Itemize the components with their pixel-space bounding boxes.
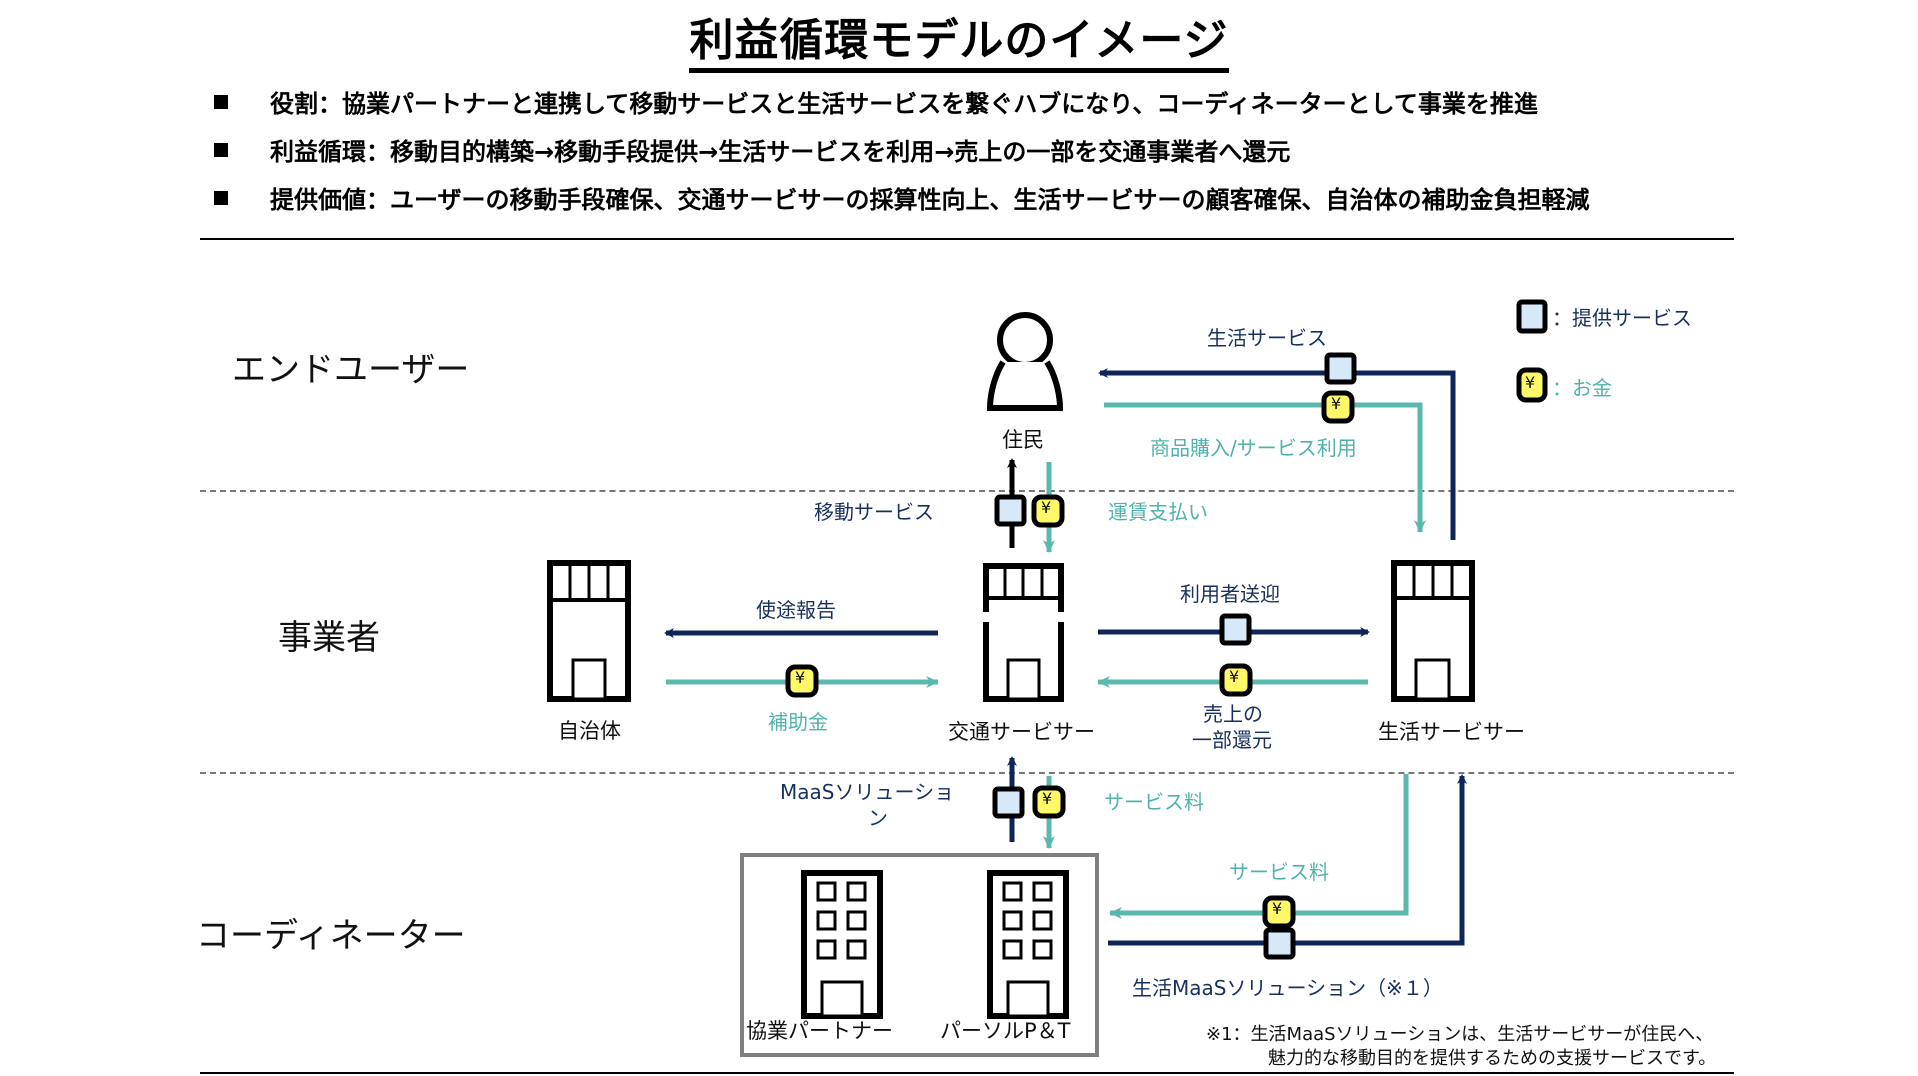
arrow-life-maas xyxy=(1108,774,1467,946)
arrow-service-fee-2 xyxy=(1109,774,1409,919)
persol-label: パーソルP＆T xyxy=(940,1019,1071,1043)
service-badge-icon xyxy=(992,786,1025,819)
service-badge-icon xyxy=(994,494,1027,527)
resident-label: 住民 xyxy=(1002,428,1044,452)
bullet-square-icon xyxy=(214,143,228,157)
service-badge-icon xyxy=(1324,352,1357,385)
yen-symbol: ¥ xyxy=(1041,498,1052,517)
transport-servicer-label: 交通サービサー xyxy=(948,720,1095,744)
lane-business: 事業者 xyxy=(278,618,380,658)
persol-building-icon xyxy=(987,870,1069,1019)
lane-end-user: エンドユーザー xyxy=(232,350,470,390)
bullet-role: 役割：協業パートナーと連携して移動サービスと生活サービスを繋ぐハブになり、コーデ… xyxy=(214,84,1538,119)
bullet-square-icon xyxy=(214,95,228,109)
yen-symbol: ¥ xyxy=(1525,373,1536,392)
legend-money-icon xyxy=(1516,367,1548,403)
maas-solution-label-1: MaaSソリューショ xyxy=(780,780,955,804)
municipality-building-icon xyxy=(547,560,631,702)
arrow-life-service xyxy=(1098,368,1456,540)
partner-label: 協業パートナー xyxy=(746,1019,893,1043)
yen-symbol: ¥ xyxy=(1331,394,1342,413)
title-text: 利益循環モデルのイメージ xyxy=(689,15,1229,73)
bullet-profit-cycle: 利益循環：移動目的構築→移動手段提供→生活サービスを利用→売上の一部を交通事業者… xyxy=(214,132,1290,167)
partner-building-icon xyxy=(801,870,883,1019)
divider-top xyxy=(200,238,1734,240)
service-badge-icon xyxy=(1219,613,1252,646)
service-badge-icon xyxy=(1263,927,1296,960)
footnote-line-2: 魅力的な移動目的を提供するための支援サービスです。 xyxy=(1268,1048,1717,1069)
yen-symbol: ¥ xyxy=(1229,667,1240,686)
bullet-text: 利益循環：移動目的構築→移動手段提供→生活サービスを利用→売上の一部を交通事業者… xyxy=(270,138,1291,166)
maas-solution-label-2: ン xyxy=(868,806,888,830)
service-fee-label-1: サービス料 xyxy=(1104,790,1204,814)
money-badge-icon xyxy=(1262,895,1296,929)
purchase-flow-label: 商品購入/サービス利用 xyxy=(1150,436,1357,460)
legend-money-label: ：お金 xyxy=(1552,376,1612,400)
money-badge-icon xyxy=(1321,390,1355,424)
coordinator-frame xyxy=(740,853,1099,1057)
usage-report-flow-label: 使途報告 xyxy=(756,598,836,622)
resident-person-icon xyxy=(986,312,1064,411)
lane-divider-1 xyxy=(200,490,1734,492)
life-maas-label: 生活MaaSソリューション（※１） xyxy=(1132,976,1443,1000)
arrow-purchase xyxy=(1104,402,1426,533)
service-fee-label-2: サービス料 xyxy=(1229,860,1329,884)
yen-symbol: ¥ xyxy=(795,668,806,687)
money-badges xyxy=(785,367,1548,929)
money-badge-icon xyxy=(1031,494,1065,528)
fare-flow-label: 運賃支払い xyxy=(1108,500,1208,524)
revenue-return-label-1: 売上の xyxy=(1203,702,1263,726)
money-badge-icon xyxy=(785,664,819,698)
yen-symbol: ¥ xyxy=(1272,899,1283,918)
bullet-value: 提供価値：ユーザーの移動手段確保、交通サービサーの採算性向上、生活サービサーの顧… xyxy=(214,180,1590,215)
money-badge-icon xyxy=(1219,663,1253,697)
lane-divider-2 xyxy=(200,772,1734,774)
page-title: 利益循環モデルのイメージ xyxy=(0,4,1918,73)
footnote-line-1: ※1：生活MaaSソリューションは、生活サービサーが住民へ、 xyxy=(1206,1024,1714,1045)
bullet-text: 提供価値：ユーザーの移動手段確保、交通サービサーの採算性向上、生活サービサーの顧… xyxy=(270,186,1590,214)
bullet-text: 役割：協業パートナーと連携して移動サービスと生活サービスを繋ぐハブになり、コーデ… xyxy=(270,90,1538,118)
life-service-flow-label: 生活サービス xyxy=(1207,326,1327,350)
divider-bottom xyxy=(200,1072,1734,1074)
legend-service-icon xyxy=(1516,299,1548,334)
mobility-service-flow-label: 移動サービス xyxy=(814,500,934,524)
life-servicer-label: 生活サービサー xyxy=(1378,720,1525,744)
lane-coordinator: コーディネーター xyxy=(196,916,466,956)
municipality-label: 自治体 xyxy=(558,719,621,743)
yen-symbol: ¥ xyxy=(1042,789,1053,808)
subsidy-flow-label: 補助金 xyxy=(768,710,828,734)
transport-building-icon xyxy=(983,563,1064,702)
life-service-building-icon xyxy=(1391,560,1475,702)
legend-service-label: ：提供サービス xyxy=(1552,306,1692,330)
money-badge-icon xyxy=(1032,785,1066,819)
pickup-flow-label: 利用者送迎 xyxy=(1180,582,1280,606)
revenue-return-label-2: 一部還元 xyxy=(1192,728,1272,752)
bullet-square-icon xyxy=(214,191,228,205)
